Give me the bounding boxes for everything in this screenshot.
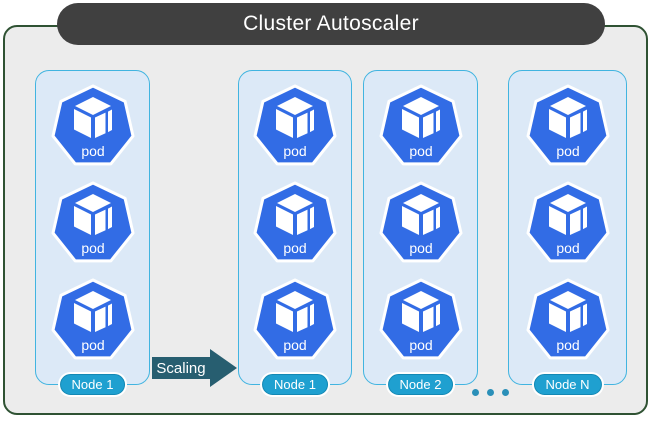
pod-label: pod [283, 337, 306, 353]
pod-label: pod [283, 240, 306, 256]
cluster-titlebar: Cluster Autoscaler [57, 3, 605, 45]
pod-label: pod [409, 337, 432, 353]
pod-icon: pod [49, 179, 137, 267]
pod-icon: pod [377, 82, 465, 170]
cluster-title: Cluster Autoscaler [243, 12, 419, 35]
pod-label: pod [409, 143, 432, 159]
dot-icon [487, 389, 494, 396]
pod-label: pod [81, 240, 104, 256]
pod-label: pod [409, 240, 432, 256]
ellipsis-dots [472, 389, 509, 396]
pod-label: pod [81, 143, 104, 159]
node-group-2: pod pod pod Node 1 [238, 70, 352, 395]
node-group-1: pod pod pod Node 1 [35, 70, 150, 395]
pod-label: pod [556, 337, 579, 353]
pod-label: pod [81, 337, 104, 353]
pod-icon: pod [251, 179, 339, 267]
pod-icon: pod [49, 276, 137, 364]
pod-icon: pod [524, 179, 612, 267]
pod-icon: pod [49, 82, 137, 170]
scaling-arrow: Scaling [152, 349, 237, 387]
pod-label: pod [556, 143, 579, 159]
pod-icon: pod [251, 82, 339, 170]
node-label-badge: Node N [533, 374, 602, 395]
pod-label: pod [556, 240, 579, 256]
pod-icon: pod [377, 179, 465, 267]
node-label-badge: Node 1 [59, 374, 126, 395]
dot-icon [502, 389, 509, 396]
pod-icon: pod [524, 276, 612, 364]
node-group-n: pod pod pod Node N [508, 70, 627, 395]
pod-label: pod [283, 143, 306, 159]
pod-icon: pod [524, 82, 612, 170]
node-label-badge: Node 2 [387, 374, 454, 395]
node-group-3: pod pod pod Node 2 [363, 70, 478, 395]
node-label-badge: Node 1 [262, 374, 328, 395]
pod-icon: pod [251, 276, 339, 364]
pod-icon: pod [377, 276, 465, 364]
dot-icon [472, 389, 479, 396]
scaling-arrow-label: Scaling [156, 360, 205, 377]
